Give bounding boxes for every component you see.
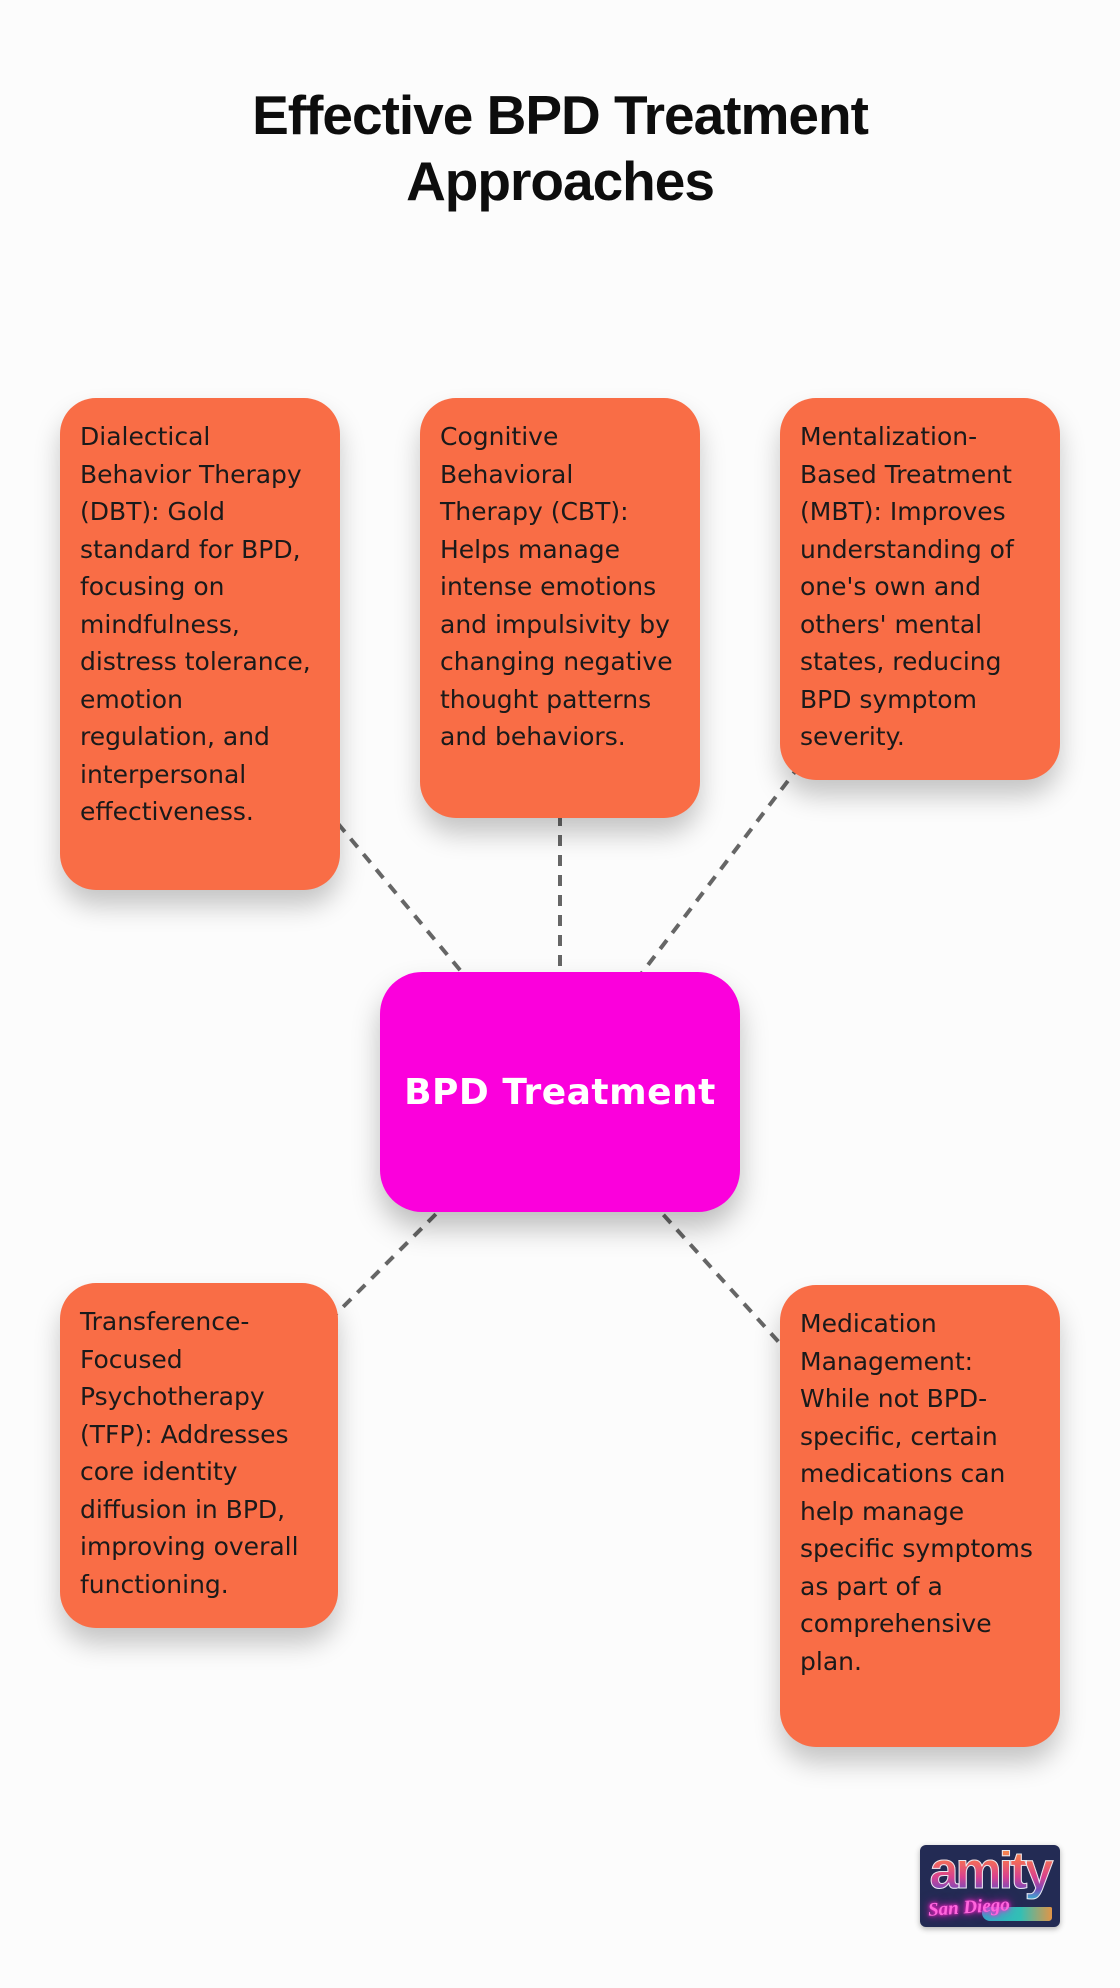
connector-dbt-to-center — [323, 806, 472, 984]
node-medication: Medication Management: While not BPD-spe… — [780, 1285, 1060, 1747]
node-tfp-text: Transference-Focused Psychotherapy (TFP)… — [80, 1307, 299, 1599]
center-node-bpd-treatment: BPD Treatment — [380, 972, 740, 1212]
node-dbt-text: Dialectical Behavior Therapy (DBT): Gold… — [80, 422, 311, 826]
connector-center-to-medication — [648, 1198, 797, 1362]
node-mbt-text: Mentalization-Based Treatment (MBT): Imp… — [800, 422, 1014, 751]
node-tfp: Transference-Focused Psychotherapy (TFP)… — [60, 1283, 338, 1628]
node-cbt-text: Cognitive Behavioral Therapy (CBT): Help… — [440, 422, 673, 751]
brand-logo-wordmark: amity — [920, 1845, 1060, 1901]
node-medication-text: Medication Management: While not BPD-spe… — [800, 1309, 1033, 1676]
node-dbt: Dialectical Behavior Therapy (DBT): Gold… — [60, 398, 340, 890]
brand-logo: amity San Diego — [920, 1845, 1060, 1927]
page-title: Effective BPD Treatment Approaches — [252, 84, 869, 212]
node-cbt: Cognitive Behavioral Therapy (CBT): Help… — [420, 398, 700, 818]
node-mbt: Mentalization-Based Treatment (MBT): Imp… — [780, 398, 1060, 780]
brand-logo-water-graphic — [982, 1907, 1052, 1921]
center-node-label: BPD Treatment — [404, 1071, 716, 1113]
connector-center-to-tfp — [328, 1198, 452, 1322]
